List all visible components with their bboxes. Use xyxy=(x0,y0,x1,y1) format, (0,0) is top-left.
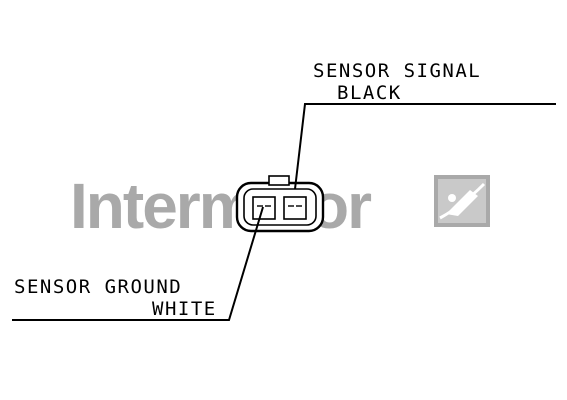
watermark-text: Intermotor xyxy=(70,170,371,242)
two-pin-connector-icon xyxy=(235,175,325,233)
sensor-signal-wire-color: BLACK xyxy=(337,82,402,104)
sensor-signal-wire xyxy=(294,103,556,190)
sensor-ground-label: SENSOR GROUND xyxy=(14,276,182,298)
intermotor-logo-icon xyxy=(434,175,490,227)
sensor-ground-wire-color: WHITE xyxy=(152,298,217,320)
sensor-ground-wire xyxy=(12,206,264,321)
sensor-signal-label: SENSOR SIGNAL xyxy=(313,60,481,82)
